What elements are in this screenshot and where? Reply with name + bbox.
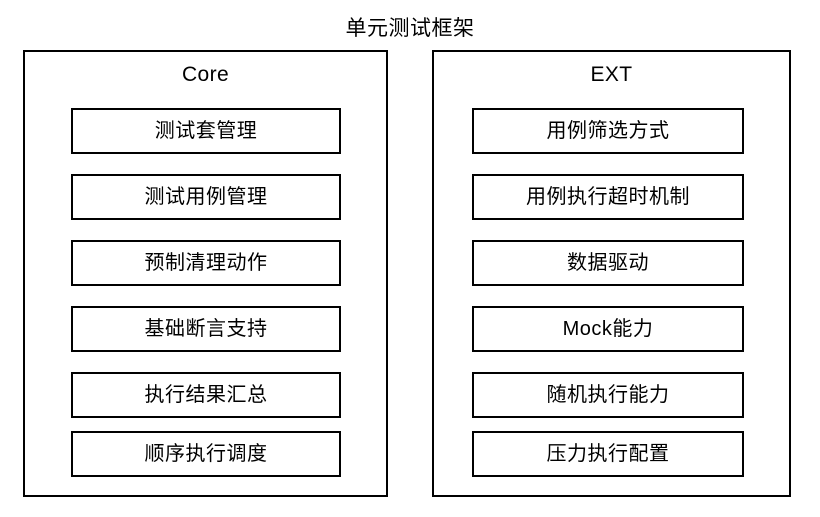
item-box[interactable]: 压力执行配置 [472,431,744,477]
item-box[interactable]: 用例筛选方式 [472,108,744,154]
group-ext: EXT 用例筛选方式 用例执行超时机制 数据驱动 Mock能力 随机执行能力 压… [432,50,791,497]
item-box[interactable]: 测试用例管理 [71,174,341,220]
item-label: 预制清理动作 [144,252,268,274]
item-box[interactable]: 测试套管理 [71,108,341,154]
group-core-title: Core [181,63,230,86]
item-box[interactable]: 随机执行能力 [472,372,744,418]
item-box[interactable]: 数据驱动 [472,240,744,286]
item-label: 用例筛选方式 [546,120,670,142]
item-box[interactable]: 基础断言支持 [71,306,341,352]
item-label: 顺序执行调度 [144,443,268,465]
item-label: 用例执行超时机制 [526,186,690,208]
group-core: Core 测试套管理 测试用例管理 预制清理动作 基础断言支持 执行结果汇总 顺… [23,50,388,497]
item-label: 压力执行配置 [546,443,670,465]
item-box[interactable]: Mock能力 [472,306,744,352]
group-ext-title: EXT [590,63,633,86]
item-box[interactable]: 执行结果汇总 [71,372,341,418]
item-label: 随机执行能力 [546,384,670,406]
page-title: 单元测试框架 [345,17,475,40]
item-box[interactable]: 预制清理动作 [71,240,341,286]
item-label: 数据驱动 [567,252,649,274]
item-label: 测试用例管理 [144,186,268,208]
item-label: Mock能力 [562,318,654,340]
item-box[interactable]: 用例执行超时机制 [472,174,744,220]
item-box[interactable]: 顺序执行调度 [71,431,341,477]
item-label: 基础断言支持 [144,318,268,340]
item-label: 执行结果汇总 [144,384,268,406]
item-label: 测试套管理 [154,120,258,142]
